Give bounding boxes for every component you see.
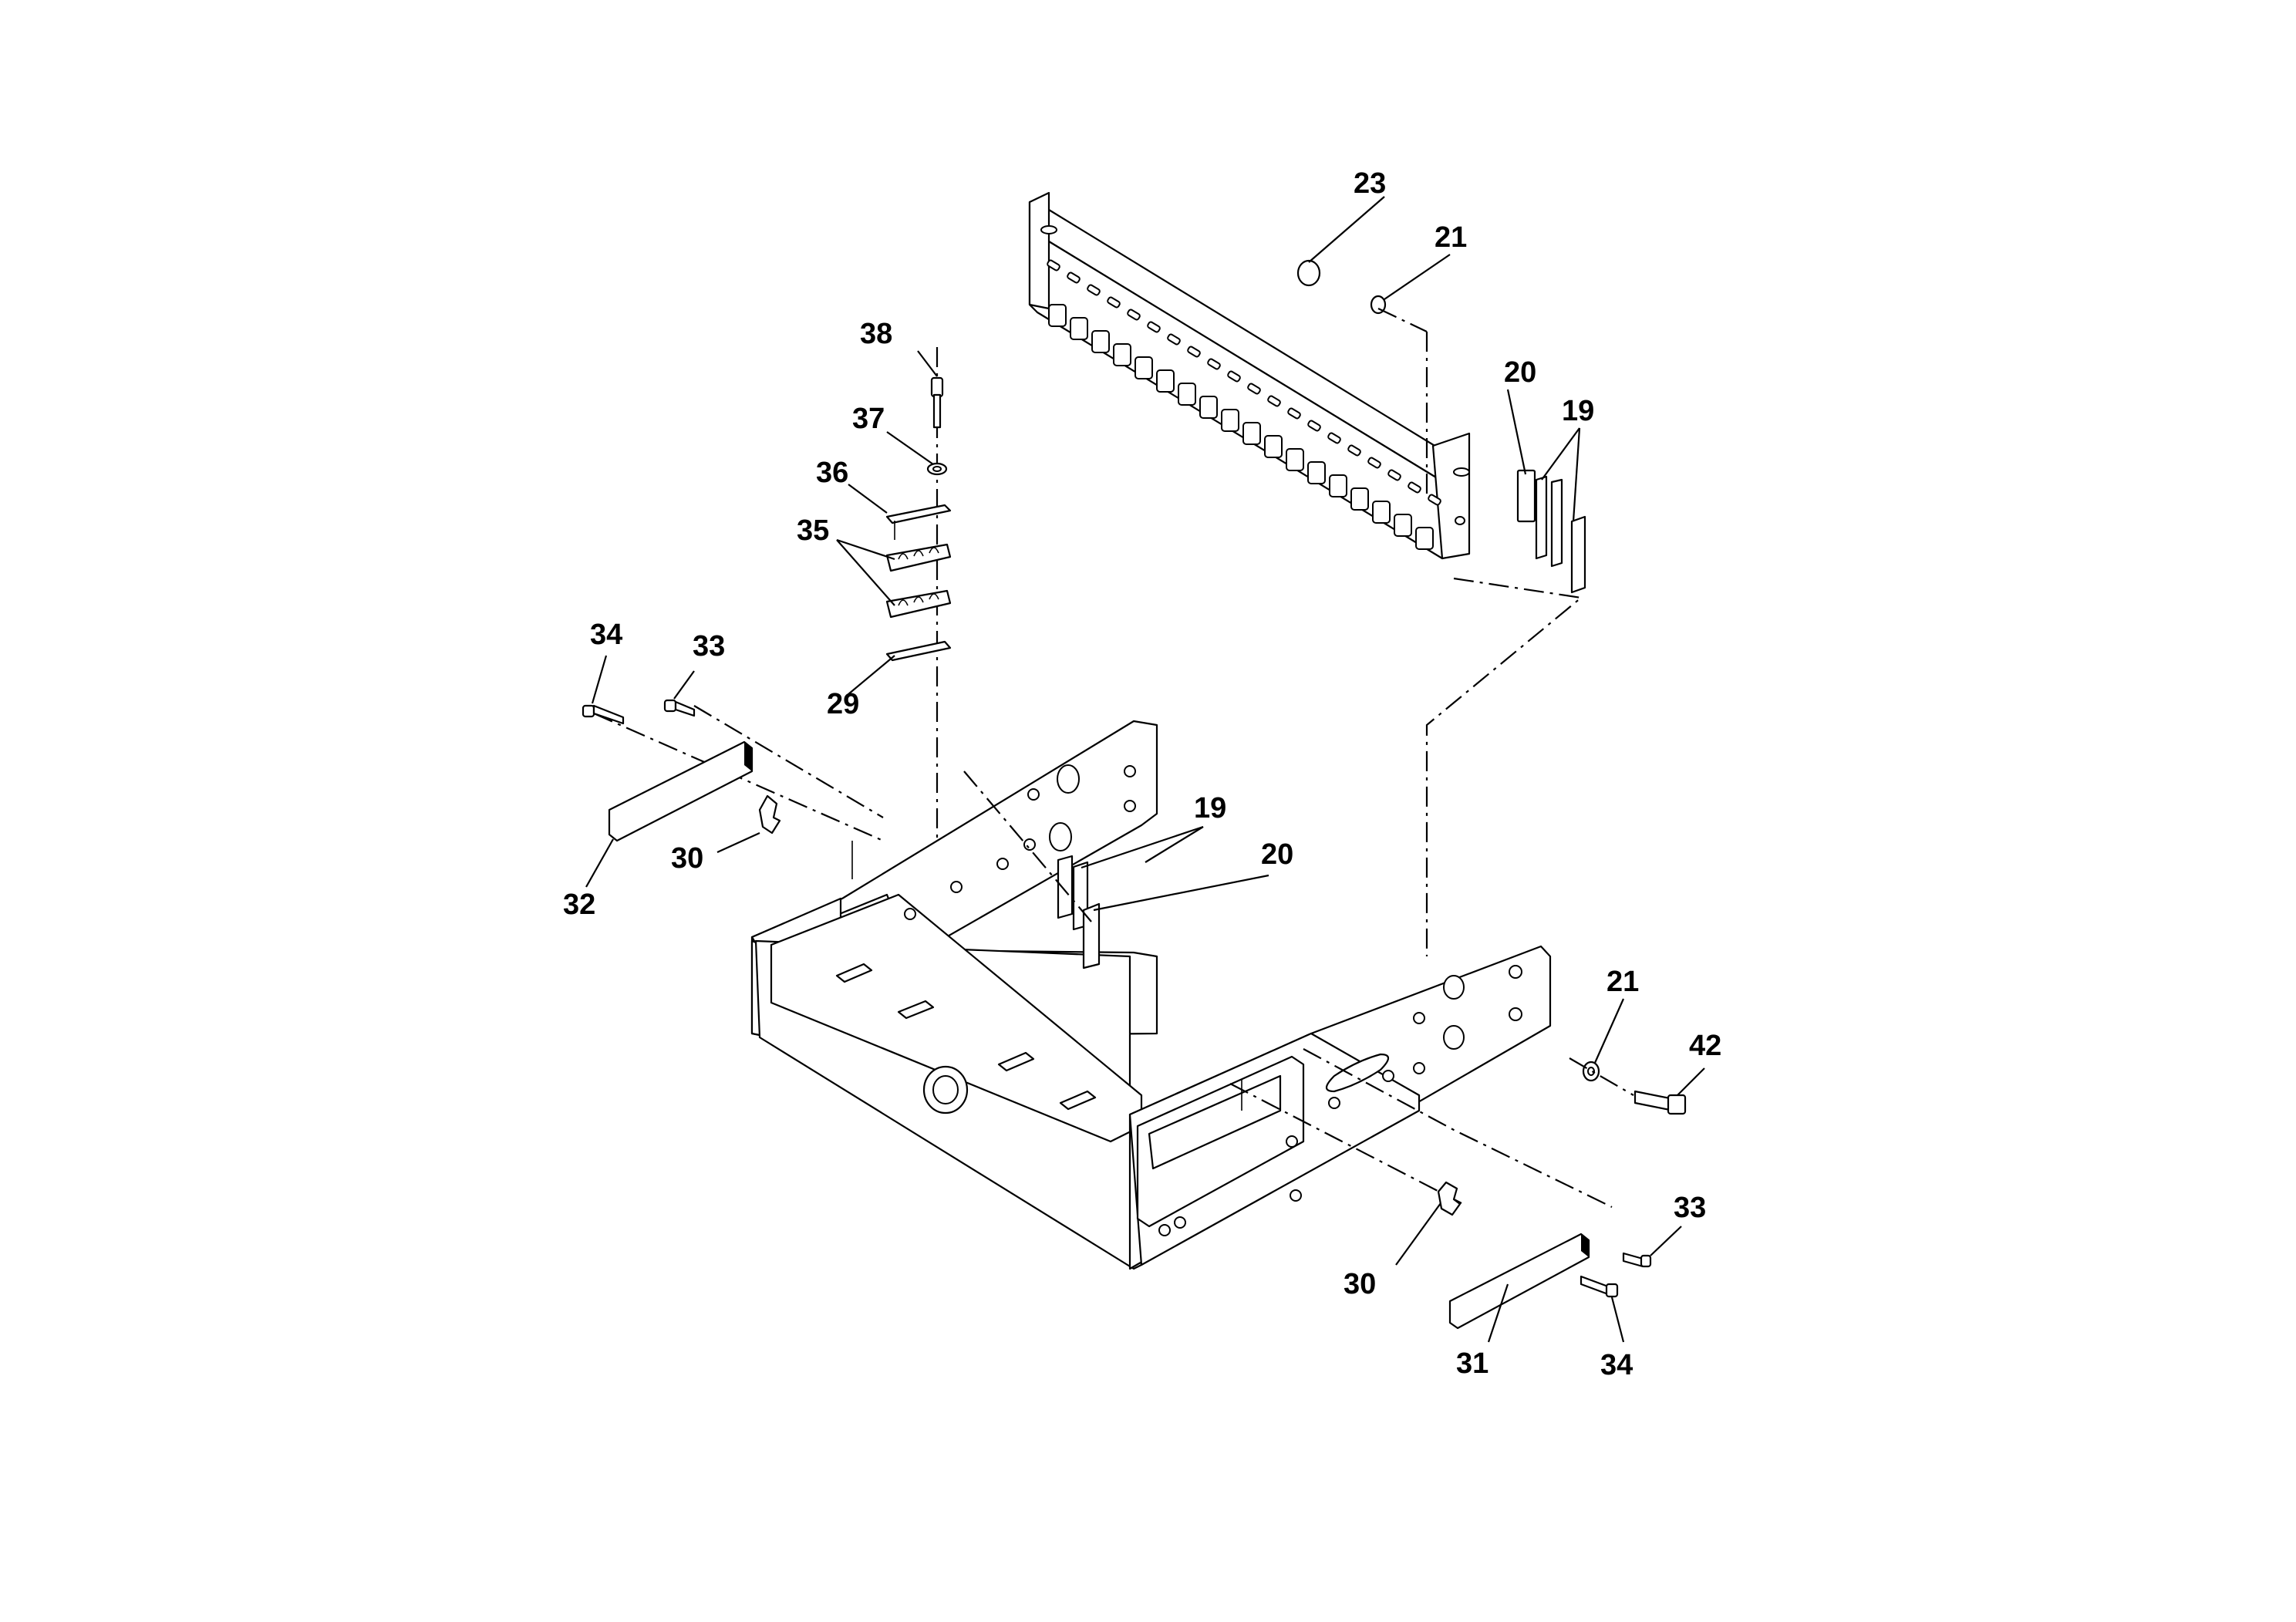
- rail-pocket: [1070, 317, 1088, 340]
- frame-hole: [1413, 1012, 1425, 1024]
- rail-slot: [1187, 346, 1201, 358]
- frame-hole: [1290, 1189, 1302, 1202]
- callout-30: 30: [671, 842, 703, 875]
- rail-pocket: [1372, 501, 1391, 524]
- frame-hole: [1049, 822, 1072, 851]
- callout-labels: 23 21 20 19 38 37 36 35 29 34 33 30 32 1…: [563, 167, 1721, 1381]
- rail-pocket: [1415, 527, 1434, 550]
- frame-hole: [996, 858, 1009, 870]
- frame-hole: [950, 881, 963, 893]
- rail-pocket: [1221, 409, 1239, 432]
- rail-slot: [1127, 309, 1141, 321]
- rail-slot: [1207, 358, 1221, 370]
- callout-19: 19: [1562, 395, 1594, 427]
- rail-pocket: [1242, 422, 1261, 445]
- frame-hole: [1174, 1216, 1186, 1229]
- rail-slot: [1327, 432, 1341, 444]
- rail-pocket: [1286, 448, 1304, 471]
- callout-29: 29: [827, 688, 859, 720]
- right-hardware: [963, 259, 1687, 1330]
- rail-slot: [1067, 271, 1081, 284]
- rail-slot: [1247, 383, 1261, 395]
- rail-slot: [1428, 494, 1441, 506]
- callout-34-right: 34: [1600, 1349, 1633, 1381]
- callout-30-right: 30: [1344, 1268, 1376, 1300]
- frame-hole: [1286, 1135, 1298, 1148]
- callout-36: 36: [816, 457, 848, 489]
- frame-hole: [1328, 1097, 1340, 1109]
- rail-slot: [1167, 333, 1181, 346]
- rail-pocket: [1329, 474, 1347, 497]
- frame-hole: [1057, 764, 1080, 794]
- callout-21-frame: 21: [1607, 966, 1639, 998]
- rail-pocket: [1113, 343, 1131, 366]
- rail-slot: [1267, 395, 1281, 407]
- rail-slot: [1147, 321, 1161, 333]
- callout-33: 33: [693, 630, 725, 663]
- callout-21: 21: [1435, 221, 1467, 254]
- frame-hole: [1027, 788, 1040, 801]
- rail-slot: [1387, 469, 1401, 481]
- frame-hole: [1382, 1070, 1394, 1082]
- rail-pocket: [1091, 330, 1110, 353]
- callout-38: 38: [860, 318, 892, 350]
- rail-pocket: [1135, 356, 1153, 379]
- callout-23: 23: [1354, 167, 1386, 200]
- frame-hole: [1023, 838, 1036, 851]
- rail-slot: [1307, 420, 1321, 432]
- frame-hole: [904, 908, 916, 920]
- rail-slot: [1347, 444, 1361, 457]
- rail-slot: [1087, 284, 1101, 296]
- frame-hole: [1124, 765, 1136, 777]
- callout-35: 35: [797, 514, 829, 547]
- frame-hole: [1124, 800, 1136, 812]
- frame-hole: [1158, 1224, 1171, 1236]
- rail-slot: [1367, 457, 1381, 469]
- rail-pocket: [1156, 369, 1175, 393]
- frame-hole: [1509, 965, 1522, 979]
- rail-pocket: [1048, 304, 1067, 327]
- rail-slot: [1107, 296, 1121, 309]
- callout-33-right: 33: [1674, 1192, 1706, 1224]
- rail-pocket: [1307, 461, 1326, 484]
- callout-19-frame: 19: [1194, 792, 1226, 824]
- callout-34: 34: [590, 619, 622, 651]
- main-frame: [750, 720, 1552, 1270]
- frame-hole: [1413, 1062, 1425, 1074]
- callout-32: 32: [563, 889, 595, 921]
- leader-lines: [585, 196, 1705, 1343]
- callout-42: 42: [1689, 1030, 1721, 1062]
- frame-hole: [1443, 1025, 1465, 1050]
- rail-pocket: [1264, 435, 1283, 458]
- callout-20-frame: 20: [1261, 838, 1293, 871]
- rail-slot: [1287, 407, 1301, 420]
- rail-slot: [1408, 481, 1421, 494]
- rail-pocket: [1178, 383, 1196, 406]
- callout-37: 37: [852, 403, 885, 435]
- callout-20: 20: [1504, 356, 1536, 389]
- rail-pocket: [1199, 396, 1218, 419]
- top-bracket-rail: [1028, 191, 1471, 560]
- rail-slot: [1227, 370, 1241, 383]
- rail-pocket: [1350, 487, 1369, 511]
- callout-31: 31: [1456, 1347, 1489, 1380]
- frame-hole: [1443, 975, 1465, 1000]
- rail-pocket: [1394, 514, 1412, 537]
- frame-hole: [1509, 1007, 1522, 1021]
- rail-slot: [1047, 259, 1060, 271]
